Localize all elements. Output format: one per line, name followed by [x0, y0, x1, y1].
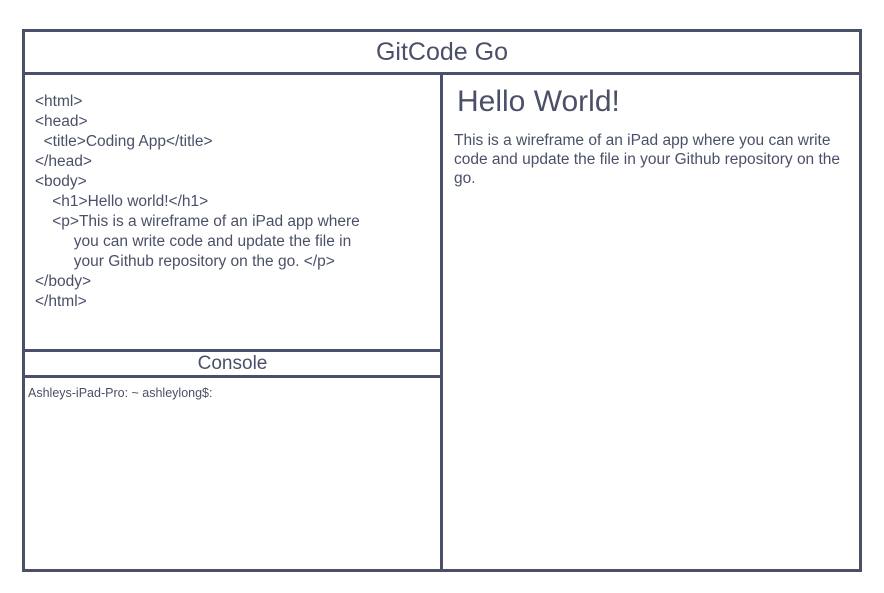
code-line-5[interactable]: <body> [35, 173, 87, 190]
app-window: GitCode Go <html> <head> <title>Coding A… [22, 29, 862, 572]
code-line-1[interactable]: <html> [35, 93, 83, 110]
code-line-9[interactable]: your Github repository on the go. </p> [35, 253, 335, 270]
console-prompt: Ashleys-iPad-Pro: ~ ashleylong$: [28, 386, 213, 400]
code-editor[interactable]: <html> <head> <title>Coding App</title> … [25, 75, 440, 349]
code-line-6[interactable]: <h1>Hello world!</h1> [35, 193, 209, 210]
code-line-7[interactable]: <p>This is a wireframe of an iPad app wh… [35, 213, 360, 230]
code-line-10[interactable]: </body> [35, 273, 92, 290]
code-line-8[interactable]: you can write code and update the file i… [35, 233, 352, 250]
preview-pane: Hello World! This is a wireframe of an i… [443, 75, 859, 569]
code-line-2[interactable]: <head> [35, 113, 88, 130]
console-title: Console [25, 349, 440, 378]
console-terminal[interactable]: Ashleys-iPad-Pro: ~ ashleylong$: [25, 378, 440, 572]
preview-paragraph: This is a wireframe of an iPad app where… [454, 132, 841, 187]
preview-heading: Hello World! [457, 85, 620, 118]
pane-divider[interactable] [440, 75, 443, 572]
code-line-11[interactable]: </html> [35, 293, 87, 310]
app-title: GitCode Go [25, 32, 859, 75]
code-line-4[interactable]: </head> [35, 153, 92, 170]
code-line-3[interactable]: <title>Coding App</title> [35, 133, 213, 150]
